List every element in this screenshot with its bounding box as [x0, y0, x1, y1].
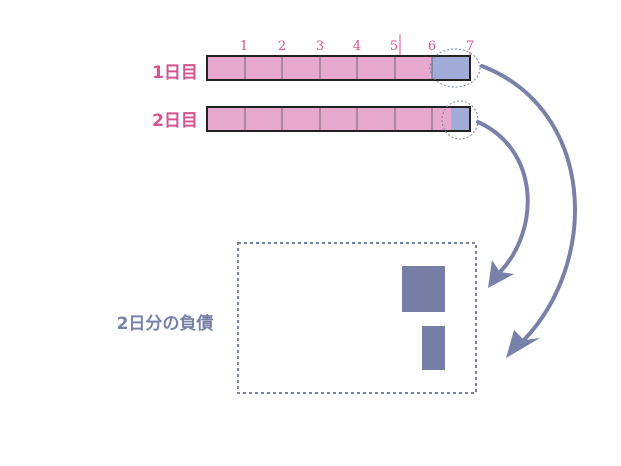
day2-overflow-segment [451, 107, 470, 131]
day2-bar-border [206, 106, 471, 132]
day1-overflow-segment [432, 56, 470, 80]
tick-label-2: 2 [278, 39, 286, 54]
tick-label-7: 7 [466, 39, 474, 54]
tick-label-6: 6 [428, 39, 436, 54]
debt-block-day1 [402, 266, 445, 312]
day1-arrowhead [506, 330, 540, 358]
day1-overflow-highlight [429, 48, 481, 88]
day1-segment-dividers [244, 56, 433, 80]
debt-box [237, 242, 477, 394]
day1-overflow-arrow [480, 64, 577, 342]
day2-overflow-arrow [476, 120, 530, 274]
tick-label-3: 3 [316, 39, 324, 54]
debt-block-day2 [422, 326, 445, 370]
day1-row: 1日目 [152, 48, 481, 88]
debt-label: 2日分の負債 [117, 313, 214, 334]
day2-overflow-highlight [441, 100, 479, 140]
tick-labels: 1 2 3 4 5 6 7 [240, 39, 474, 54]
debt-container: 2日分の負債 [117, 242, 477, 394]
tick-label-5: 5 [390, 39, 398, 54]
tick-label-1: 1 [240, 39, 248, 54]
day1-label: 1日目 [152, 63, 198, 83]
day2-bar-fill [207, 107, 470, 131]
day2-row: 2日目 [152, 100, 479, 140]
day1-bar-border [206, 55, 471, 81]
tick-label-4: 4 [353, 39, 361, 54]
day2-label: 2日目 [152, 111, 198, 131]
day2-arrowhead [488, 260, 514, 288]
day1-bar-fill [207, 56, 432, 80]
day2-segment-dividers [244, 107, 433, 131]
